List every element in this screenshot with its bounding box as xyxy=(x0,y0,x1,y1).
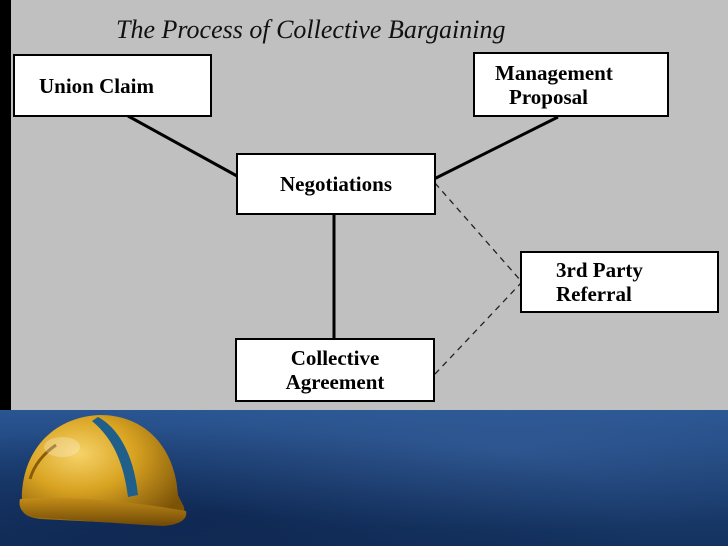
node-management-proposal: Management Proposal xyxy=(473,52,669,117)
node-union-claim-label: Union Claim xyxy=(39,73,154,98)
node-collective-agreement: Collective Agreement xyxy=(235,338,435,402)
hard-hat-icon xyxy=(19,415,187,526)
node-negotiations: Negotiations xyxy=(236,153,436,215)
node-management-line2: Proposal xyxy=(509,84,588,109)
diagram-title: The Process of Collective Bargaining xyxy=(116,15,506,44)
node-negotiations-label: Negotiations xyxy=(280,172,392,196)
node-management-line1: Management xyxy=(495,60,613,85)
node-third-party-referral: 3rd Party Referral xyxy=(520,251,719,313)
node-union-claim: Union Claim xyxy=(13,54,212,117)
node-referral-line2: Referral xyxy=(556,282,632,306)
node-agreement-line1: Collective xyxy=(290,346,380,370)
node-agreement-line2: Agreement xyxy=(285,370,385,394)
edge-management-to-negotiations xyxy=(433,115,559,181)
edge-agreement-to-referral xyxy=(434,282,522,375)
node-referral-line1: 3rd Party xyxy=(556,258,643,282)
edge-negotiations-to-referral xyxy=(434,182,522,282)
edge-union-claim-to-negotiations xyxy=(127,114,238,178)
